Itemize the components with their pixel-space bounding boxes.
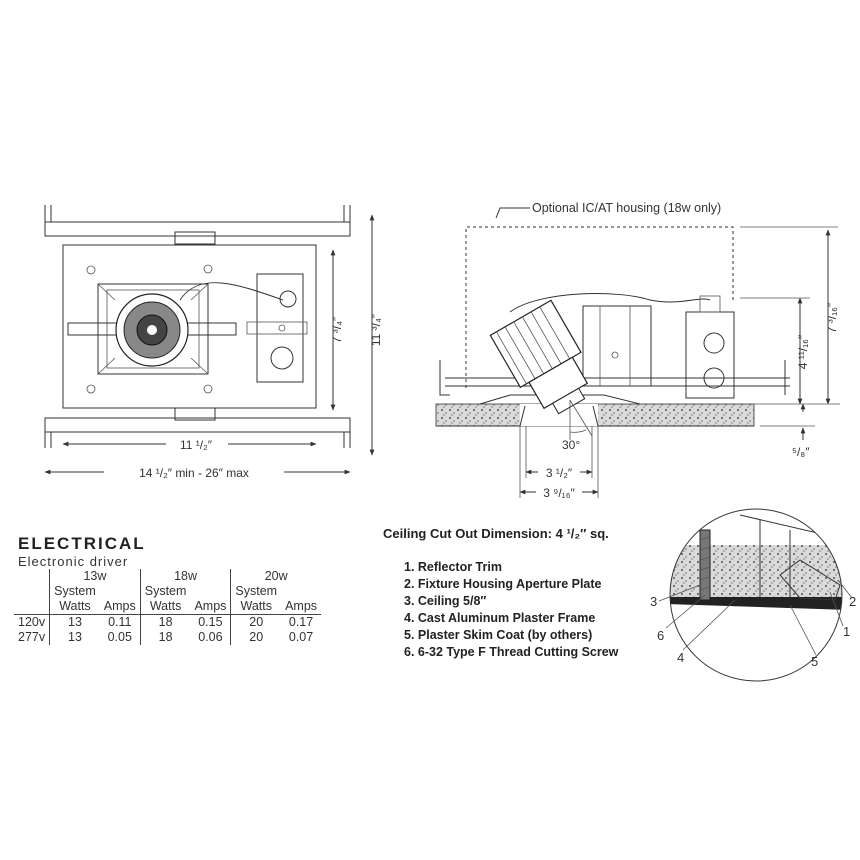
- row-voltage: 277v: [18, 630, 46, 644]
- side-dim-angle: 30°: [562, 438, 580, 452]
- cutout-dimension: Ceiling Cut Out Dimension: 4 ¹/₂″ sq.: [383, 526, 609, 541]
- legend-item: 4. Cast Aluminum Plaster Frame: [404, 611, 596, 625]
- side-dim-height-outer: 7 ³/₁₆″: [825, 302, 839, 333]
- cell-amps: 0.05: [107, 630, 132, 644]
- cell-amps: 0.06: [198, 630, 223, 644]
- callout-1: 1: [843, 624, 850, 639]
- top-mount-bar: [44, 221, 351, 237]
- col-watts-18: Watts: [139, 599, 191, 615]
- table-header-system: System System System: [14, 584, 321, 599]
- row-voltage: 120v: [14, 614, 50, 630]
- callout-5: 5: [811, 654, 818, 669]
- callout-6: 6: [657, 628, 664, 643]
- plaster-frame-plate: [62, 244, 317, 409]
- col-amps-13: Amps: [103, 599, 136, 613]
- top-dim-width-outer: 14 ¹/₂″ min - 26″ max: [139, 466, 249, 480]
- ic-housing-label: Optional IC/AT housing (18w only): [532, 201, 721, 215]
- system-label-13: System: [49, 584, 100, 599]
- table-row: 277v 13 0.05 18 0.06 20 0.07: [14, 630, 321, 645]
- callout-3: 3: [650, 594, 657, 609]
- legend-item: 6. 6-32 Type F Thread Cutting Screw: [404, 645, 619, 659]
- top-dim-height-outer: 11 ³/₄″: [369, 313, 383, 346]
- legend-item: 5. Plaster Skim Coat (by others): [404, 628, 593, 642]
- cell-watts: 18: [139, 630, 191, 645]
- cell-watts: 20: [230, 614, 282, 630]
- top-view: 11 ¹/₂″ 14 ¹/₂″ min - 26″ max 7 ³/₄″ 11 …: [44, 205, 383, 480]
- side-dim-aperture-outer: 3 ⁹/₁₆″: [543, 486, 575, 500]
- side-dim-ceiling: ⁵/₈″: [792, 445, 810, 459]
- junction-box-side: [685, 311, 735, 399]
- cell-watts: 13: [49, 630, 100, 645]
- detail-view: 3 6 4 5 1 2: [650, 508, 856, 682]
- side-dim-height-inner: 4 ¹¹/₁₆″: [796, 334, 810, 369]
- table-header-groups: 13w 18w 20w: [14, 569, 322, 584]
- callout-2: 2: [849, 594, 856, 609]
- top-dim-width-inner: 11 ¹/₂″: [180, 438, 213, 452]
- table-header-cols: Watts Amps Watts Amps Watts Amps: [14, 599, 321, 615]
- col-watts-13: Watts: [49, 599, 100, 615]
- system-label-20: System: [230, 584, 282, 599]
- cell-amps: 0.17: [281, 614, 322, 630]
- col-amps-20: Amps: [285, 599, 318, 613]
- legend-item: 3. Ceiling 5/8″: [404, 594, 487, 608]
- electrical-table: 13w 18w 20w System System System Watts A…: [14, 569, 322, 645]
- cell-amps: 0.07: [288, 630, 314, 644]
- housing-side: [582, 305, 652, 387]
- parts-legend: 1. Reflector Trim 2. Fixture Housing Ape…: [404, 559, 618, 661]
- cell-amps: 0.15: [190, 614, 231, 630]
- system-label-18: System: [139, 584, 191, 599]
- electrical-title: ELECTRICAL: [18, 534, 146, 553]
- electrical-subtitle: Electronic driver: [18, 554, 129, 569]
- col-amps-18: Amps: [194, 599, 227, 613]
- junction-box-top: [256, 273, 304, 383]
- callout-4: 4: [677, 650, 684, 665]
- cell-watts: 13: [49, 614, 100, 630]
- group-18w: 18w: [139, 569, 231, 584]
- top-dim-height-inner: 7 ³/₄″: [330, 316, 344, 343]
- group-13w: 13w: [49, 569, 141, 584]
- side-dim-aperture-inner: 3 ¹/₂″: [546, 466, 573, 480]
- cell-watts: 18: [139, 614, 191, 630]
- group-20w: 20w: [230, 569, 322, 584]
- legend-item: 1. Reflector Trim: [404, 560, 502, 574]
- legend-item: 2. Fixture Housing Aperture Plate: [404, 577, 602, 591]
- side-view: Optional IC/AT housing (18w only): [435, 201, 840, 500]
- cell-amps: 0.11: [99, 614, 141, 630]
- col-watts-20: Watts: [230, 599, 282, 615]
- cell-watts: 20: [230, 630, 282, 645]
- tilted-led-engine: [489, 299, 589, 415]
- table-row: 120v 13 0.11 18 0.15 20 0.17: [14, 614, 322, 630]
